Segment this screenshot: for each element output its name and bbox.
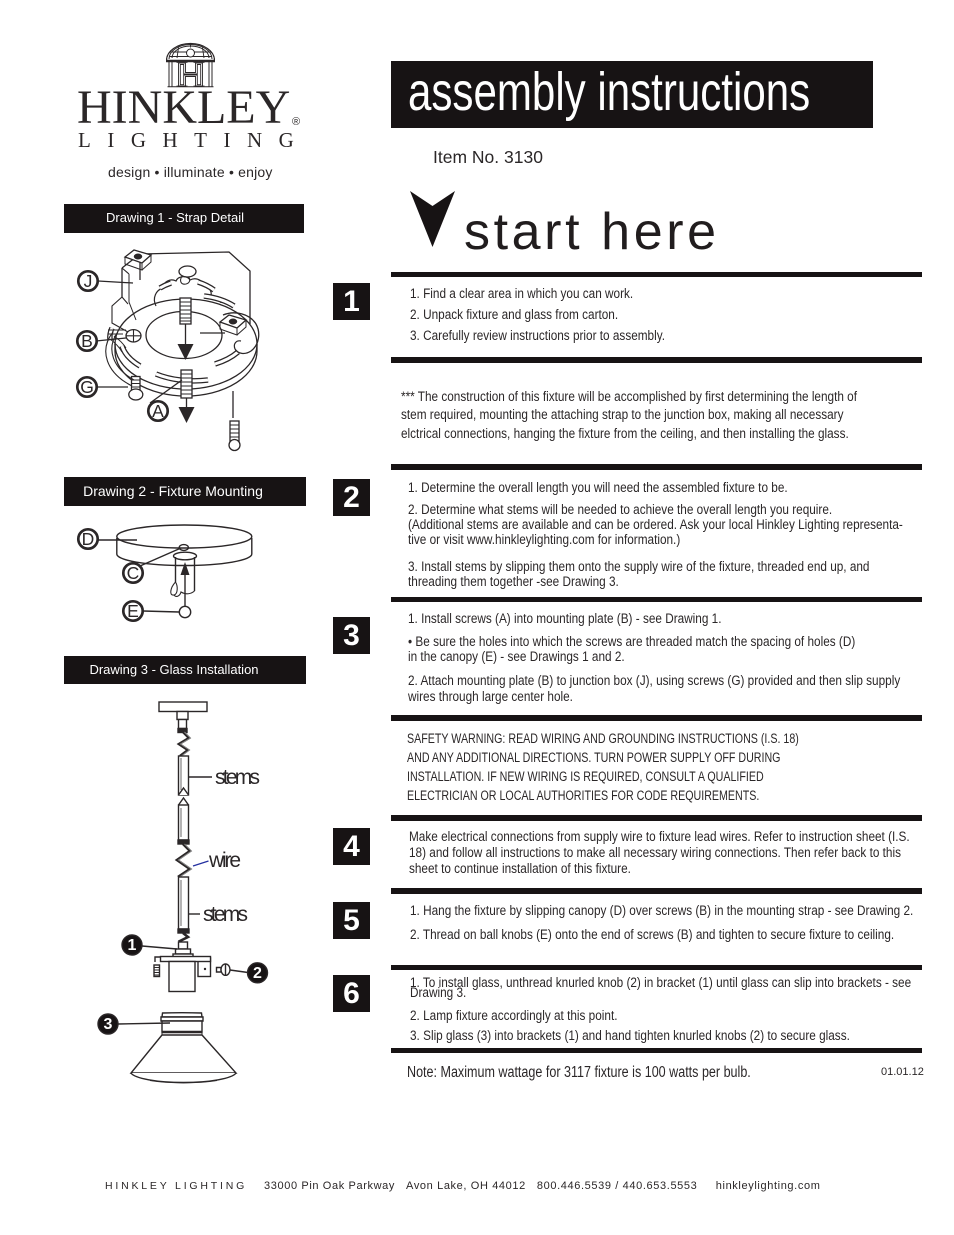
svg-text:G: G	[80, 377, 94, 397]
svg-text:2: 2	[253, 965, 262, 982]
svg-text:D: D	[82, 529, 95, 549]
svg-text:stems: stems	[215, 766, 260, 789]
svg-text:B: B	[81, 331, 93, 351]
svg-text:3: 3	[104, 1016, 113, 1033]
svg-text:J: J	[84, 271, 93, 291]
svg-text:E: E	[127, 601, 139, 621]
svg-text:1: 1	[128, 937, 137, 954]
svg-text:wire: wire	[208, 849, 241, 872]
svg-text:C: C	[127, 563, 140, 583]
svg-text:stems: stems	[203, 903, 248, 926]
svg-text:A: A	[152, 401, 164, 421]
